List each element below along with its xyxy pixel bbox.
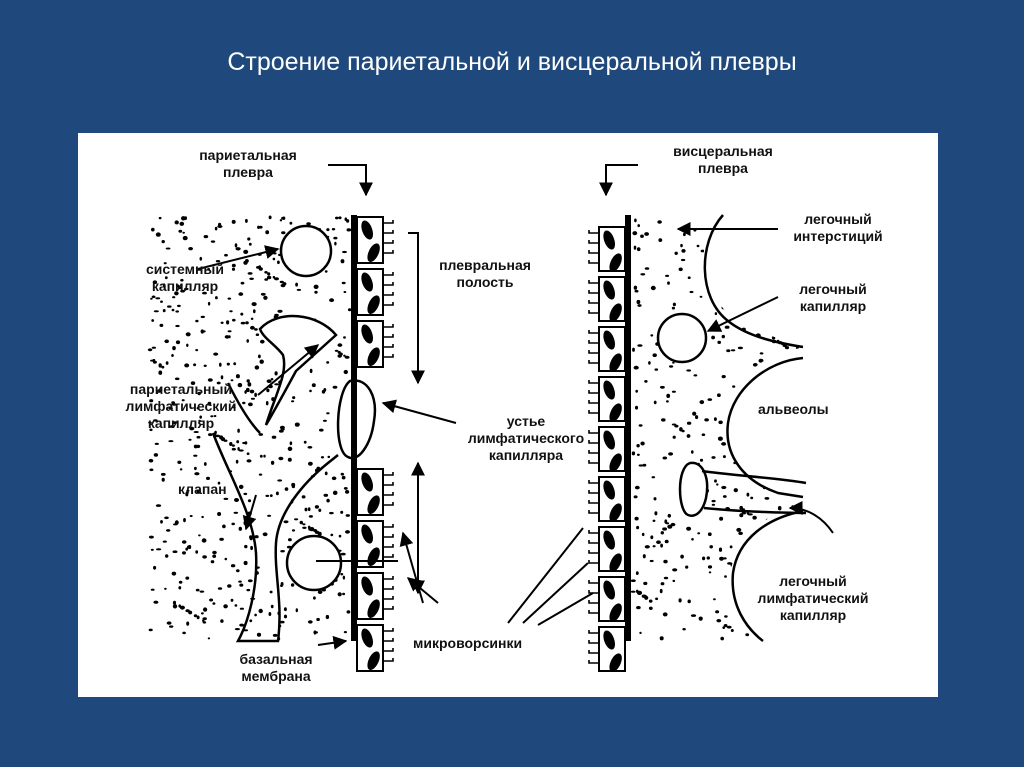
label-valve: клапан <box>178 481 227 497</box>
label-visceral-pleura: висцеральная плевра <box>673 143 773 176</box>
label-basal-membrane: базальная мембрана <box>239 651 313 684</box>
systemic-capillary-circle-2 <box>285 534 343 592</box>
label-alveoli: альвеолы <box>758 401 829 417</box>
label-lung-lymph-capillary: легочный лимфатический капилляр <box>757 573 869 623</box>
visceral-basal-membrane-line <box>625 215 631 641</box>
parietal-mesothelium <box>356 216 394 672</box>
label-microvilli: микроворсинки <box>413 635 523 651</box>
lung-capillary-circle <box>656 312 708 364</box>
alveolus-bottom-outline <box>731 509 804 642</box>
slide-title: Строение париетальной и висцеральной пле… <box>227 48 797 76</box>
label-parietal-lymph-capillary: париетальный лимфатический капилляр <box>125 381 237 431</box>
visceral-tissue <box>630 214 807 642</box>
label-pleural-cavity: плевральная полость <box>439 257 531 290</box>
parietal-lymph-capillary-shape <box>258 314 338 426</box>
valve-vessel-outline <box>211 432 339 643</box>
label-lung-capillary: легочный капилляр <box>799 281 867 314</box>
visceral-mesothelium <box>588 226 626 672</box>
label-lung-interstitium: легочный интерстиций <box>793 211 883 244</box>
parietal-basal-membrane-line <box>351 215 357 641</box>
label-parietal-pleura: париетальная плевра <box>199 147 297 180</box>
pleura-diagram: париетальная плевра висцеральная плевра … <box>78 133 938 697</box>
alveolus-middle-outline <box>726 356 804 499</box>
label-lymph-capillary-mouth: устье лимфатического капилляра <box>467 413 585 463</box>
diagram-drawing <box>147 164 834 672</box>
parietal-tissue <box>147 215 377 643</box>
systemic-capillary-circle <box>279 224 333 278</box>
lung-lymph-capillary-mouth <box>678 461 709 517</box>
annotation-arrows <box>197 164 834 650</box>
label-systemic-capillary: системный капилляр <box>145 261 224 294</box>
